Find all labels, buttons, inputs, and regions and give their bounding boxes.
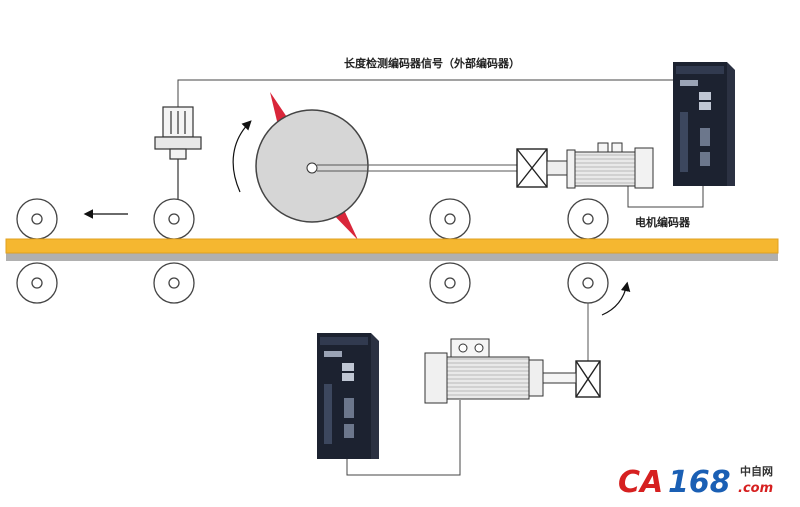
watermark-cn: 中自网	[740, 464, 773, 478]
feed-servo-motor	[424, 338, 577, 404]
feed-rotation-arrow-icon	[601, 281, 631, 316]
motor-encoder-wire	[627, 185, 704, 208]
lower-rollers	[16, 262, 609, 304]
roller-upper-4	[567, 198, 609, 240]
site-watermark: CA 168 中自网 .com	[618, 464, 773, 500]
watermark-brand-a: CA	[618, 465, 663, 500]
rotary-cutter	[255, 92, 369, 240]
watermark-domain: .com	[738, 481, 773, 496]
roller-upper-2	[153, 198, 195, 240]
length-encoder	[154, 106, 202, 202]
watermark-brand-b: 168	[668, 465, 731, 500]
roller-lower-4	[567, 262, 609, 304]
external-encoder-wire	[177, 79, 704, 107]
motor-encoder-label: 电机编码器	[635, 215, 691, 229]
cutter-servo-motor	[546, 142, 654, 189]
roller-upper-1	[16, 198, 58, 240]
cutter-coupling	[516, 148, 548, 188]
roller-upper-3	[429, 198, 471, 240]
drum-hub	[306, 162, 318, 174]
roller-lower-1	[16, 262, 58, 304]
drive-shaft	[317, 164, 517, 172]
cutter-servo-drive	[673, 62, 735, 186]
upper-rollers	[16, 198, 609, 240]
roller-lower-2	[153, 262, 195, 304]
feed-servo-drive	[317, 333, 379, 459]
external-encoder-label: 长度检测编码器信号（外部编码器）	[344, 56, 520, 70]
feed-coupling	[575, 360, 601, 398]
drum-rotation-arrow-icon	[232, 120, 252, 193]
web-strip	[5, 238, 779, 261]
roller-lower-3	[429, 262, 471, 304]
